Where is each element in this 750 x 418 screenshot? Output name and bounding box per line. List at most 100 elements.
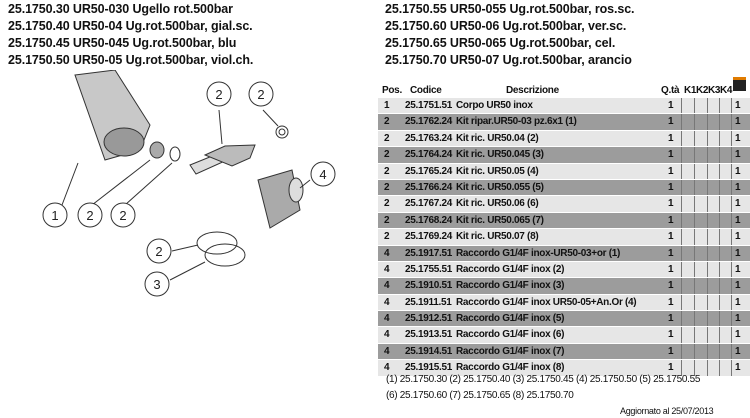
header-codice: Codice [410, 85, 442, 96]
column-divider [681, 179, 682, 196]
cell-qta: 1 [668, 181, 674, 193]
column-divider [681, 130, 682, 147]
callout-label: 2 [155, 244, 162, 259]
column-divider [707, 360, 708, 376]
column-divider [719, 179, 720, 196]
cell-total: 1 [735, 132, 741, 144]
column-divider [707, 196, 708, 212]
column-divider [707, 245, 708, 261]
column-divider [707, 114, 708, 130]
heading: 25.1750.50 UR50-05 Ug.rot.500bar, viol.c… [8, 53, 254, 67]
column-divider [719, 196, 720, 212]
column-divider [719, 163, 720, 179]
column-divider [731, 163, 732, 179]
column-divider [681, 98, 682, 114]
column-divider [731, 147, 732, 163]
header-qta: Q.tà [661, 85, 680, 96]
cell-total: 1 [735, 313, 741, 325]
column-divider [694, 212, 695, 229]
column-divider [707, 311, 708, 327]
column-divider [719, 360, 720, 376]
column-divider [731, 360, 732, 376]
callout-label: 2 [86, 208, 93, 223]
cell-qta: 1 [668, 296, 674, 308]
cell-codice: 25.1755.51 [405, 263, 453, 275]
header-k4: K4 [720, 85, 733, 96]
column-divider [681, 196, 682, 212]
box-icon [733, 77, 746, 91]
cell-pos: 2 [384, 214, 390, 226]
heading: 25.1750.60 UR50-06 Ug.rot.500bar, ver.sc… [385, 19, 627, 33]
column-divider [694, 147, 695, 163]
column-divider [694, 327, 695, 343]
cell-codice: 25.1764.24 [405, 149, 453, 161]
heading: 25.1750.45 UR50-045 Ug.rot.500bar, blu [8, 36, 237, 50]
cell-codice: 25.1765.24 [405, 165, 453, 177]
cell-qta: 1 [668, 345, 674, 357]
cell-codice: 25.1915.51 [405, 362, 453, 374]
header-k2: K2 [696, 85, 709, 96]
cell-pos: 1 [384, 100, 390, 111]
variant-legend-line-1: (1) 25.1750.30 (2) 25.1750.40 (3) 25.175… [386, 374, 701, 385]
cell-descrizione: Raccordo G1/4F inox (5) [456, 313, 565, 325]
column-divider [731, 229, 732, 245]
column-divider [681, 229, 682, 245]
column-divider [719, 98, 720, 114]
column-divider [694, 114, 695, 130]
column-divider [731, 245, 732, 261]
column-divider [694, 196, 695, 212]
callout-label: 2 [119, 208, 126, 223]
cell-qta: 1 [668, 362, 674, 374]
cell-descrizione: Kit ric. UR50.055 (5) [456, 181, 544, 193]
column-divider [719, 147, 720, 163]
column-divider [719, 245, 720, 261]
cell-pos: 2 [384, 116, 390, 128]
table-header: Pos. Codice Descrizione Q.tà K1 K2 K3 K4 [378, 77, 750, 98]
heading: 25.1750.40 UR50-04 Ug.rot.500bar, gial.s… [8, 19, 253, 33]
parts-table: Pos. Codice Descrizione Q.tà K1 K2 K3 K4… [378, 77, 750, 377]
column-divider [707, 294, 708, 311]
cell-total: 1 [735, 100, 741, 111]
cell-descrizione: Corpo UR50 inox [456, 100, 533, 111]
variant-legend-line-2: (6) 25.1750.60 (7) 25.1750.65 (8) 25.175… [386, 390, 574, 401]
cell-codice: 25.1762.24 [405, 116, 453, 128]
heading: 25.1750.30 UR50-030 Ugello rot.500bar [8, 2, 233, 16]
cell-pos: 2 [384, 132, 390, 144]
cell-codice: 25.1766.24 [405, 181, 453, 193]
cell-descrizione: Raccordo G1/4F inox (6) [456, 329, 565, 341]
column-divider [694, 343, 695, 360]
column-divider [681, 163, 682, 179]
column-divider [707, 98, 708, 114]
column-divider [707, 212, 708, 229]
column-divider [719, 278, 720, 294]
cell-descrizione: Kit ric. UR50.06 (6) [456, 198, 539, 210]
bushing [149, 141, 165, 159]
column-divider [707, 229, 708, 245]
column-divider [707, 278, 708, 294]
column-divider [707, 147, 708, 163]
header-k1: K1 [684, 85, 697, 96]
column-divider [694, 294, 695, 311]
cell-codice: 25.1768.24 [405, 214, 453, 226]
cell-qta: 1 [668, 198, 674, 210]
cell-codice: 25.1911.51 [405, 296, 452, 308]
cell-total: 1 [735, 181, 741, 193]
column-divider [681, 278, 682, 294]
heading: 25.1750.70 UR50-07 Ug.rot.500bar, aranci… [385, 53, 632, 67]
cell-qta: 1 [668, 263, 674, 275]
column-divider [731, 196, 732, 212]
cell-pos: 2 [384, 149, 390, 161]
cell-descrizione: Raccordo G1/4F inox (2) [456, 263, 565, 275]
cell-codice: 25.1767.24 [405, 198, 453, 210]
